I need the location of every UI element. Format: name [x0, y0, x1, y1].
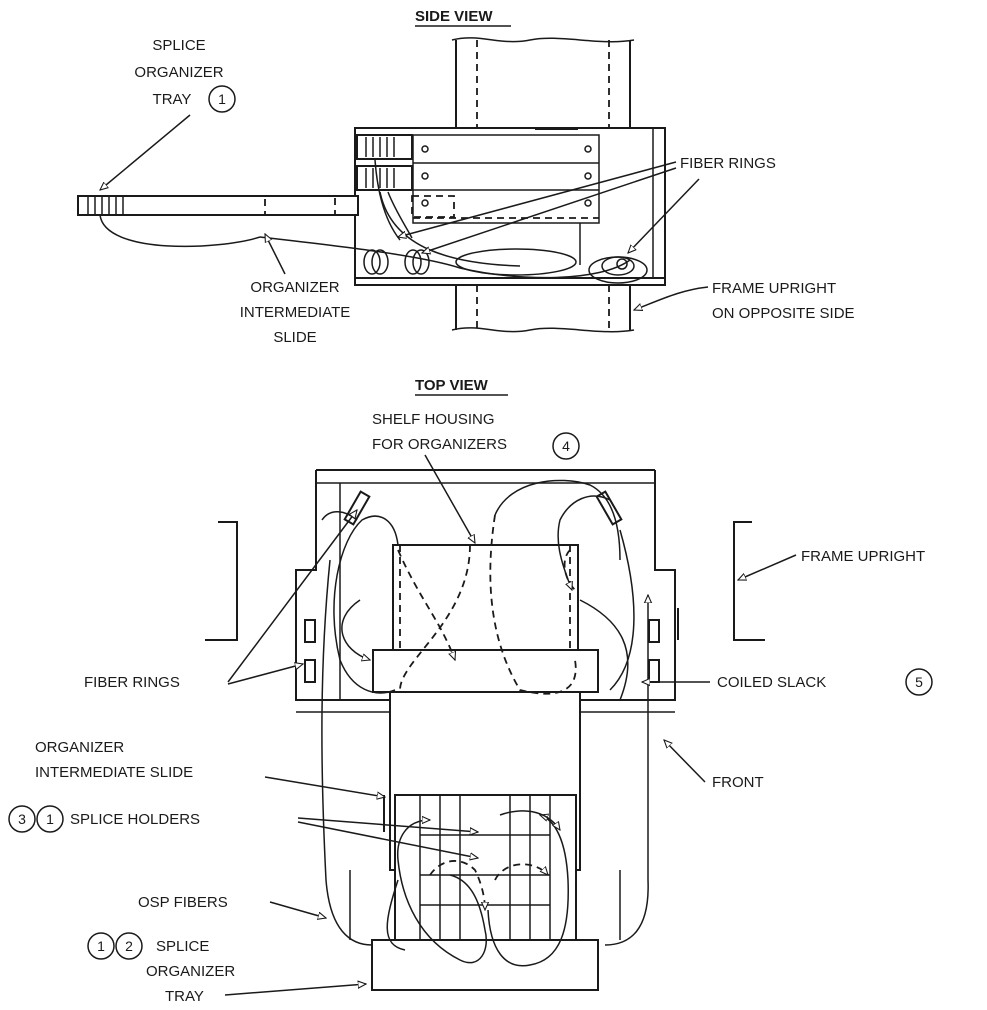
- callout-circle-5: [905, 668, 933, 696]
- top-fiber-rings-label: FIBER RINGS: [84, 674, 180, 691]
- side-view: SIDE VIEW: [77, 8, 855, 346]
- side-view-labels: SPLICE ORGANIZER TRAY 1 FIBER RINGS ORGA…: [100, 37, 855, 346]
- osp-fibers-label: OSP FIBERS: [138, 894, 228, 911]
- side-view-title: SIDE VIEW: [415, 8, 493, 25]
- shelf-housing-label-1: SHELF HOUSING: [372, 411, 495, 428]
- side-slide-label-1: ORGANIZER: [250, 279, 339, 296]
- side-splice-tray-label-2: ORGANIZER: [134, 64, 223, 81]
- top-frame-uprights: [205, 521, 765, 641]
- top-splice-tray-label-2: ORGANIZER: [146, 963, 235, 980]
- side-extended-tray: [77, 195, 455, 218]
- side-holes: [421, 145, 592, 207]
- callout-circle-3: [8, 805, 36, 833]
- side-splice-tray-label-1: SPLICE: [152, 37, 205, 54]
- side-slide-label-3: SLIDE: [273, 329, 316, 346]
- side-floor: [354, 277, 666, 286]
- side-callout-circle-1: [208, 85, 236, 113]
- top-slide-label-2: INTERMEDIATE SLIDE: [35, 764, 193, 781]
- top-view-title: TOP VIEW: [415, 377, 489, 394]
- top-frame-upright-label: FRAME UPRIGHT: [801, 548, 925, 565]
- top-slide-label-1: ORGANIZER: [35, 739, 124, 756]
- callout-number-5: 5: [915, 674, 923, 690]
- side-organizer-slots: [356, 134, 413, 191]
- top-fiber-routes: [321, 479, 648, 967]
- frame-upright-bottom: [451, 285, 635, 333]
- top-splice-tray-label-3: TRAY: [165, 988, 204, 1005]
- callout-number-1b: 1: [97, 938, 105, 954]
- side-callout-number-1: 1: [218, 91, 226, 107]
- callout-circle-1b: [87, 932, 115, 960]
- side-frame-upright-label-2: ON OPPOSITE SIDE: [712, 305, 855, 322]
- top-fiber-rings: [304, 490, 660, 683]
- side-frame-upright-label-1: FRAME UPRIGHT: [712, 280, 836, 297]
- callout-circle-4: [552, 432, 580, 460]
- front-label: FRONT: [712, 774, 764, 791]
- callout-circle-1a: [36, 805, 64, 833]
- side-splice-tray-leader: [100, 114, 191, 190]
- callout-circle-2: [115, 932, 143, 960]
- top-view: TOP VIEW: [8, 377, 933, 1005]
- callout-number-2: 2: [125, 938, 133, 954]
- side-splice-tray-label-3: TRAY: [153, 91, 192, 108]
- frame-upright-top: [451, 37, 635, 128]
- splice-holders-label: SPLICE HOLDERS: [70, 811, 200, 828]
- callout-number-3: 3: [18, 811, 26, 827]
- top-view-labels: SHELF HOUSING FOR ORGANIZERS 4 FRAME UPR…: [8, 411, 933, 1005]
- coiled-slack-label: COILED SLACK: [717, 674, 826, 691]
- shelf-housing-label-2: FOR ORGANIZERS: [372, 436, 507, 453]
- top-shelf-outline: [295, 469, 676, 713]
- top-splice-tray-label-1: SPLICE: [156, 938, 209, 955]
- side-slide-label-2: INTERMEDIATE: [240, 304, 351, 321]
- top-slide-and-tray: [349, 691, 621, 991]
- callout-number-4: 4: [562, 438, 570, 454]
- callout-number-1a: 1: [46, 811, 54, 827]
- top-organizer-box: [372, 544, 599, 693]
- side-fiber-rings-label: FIBER RINGS: [680, 155, 776, 172]
